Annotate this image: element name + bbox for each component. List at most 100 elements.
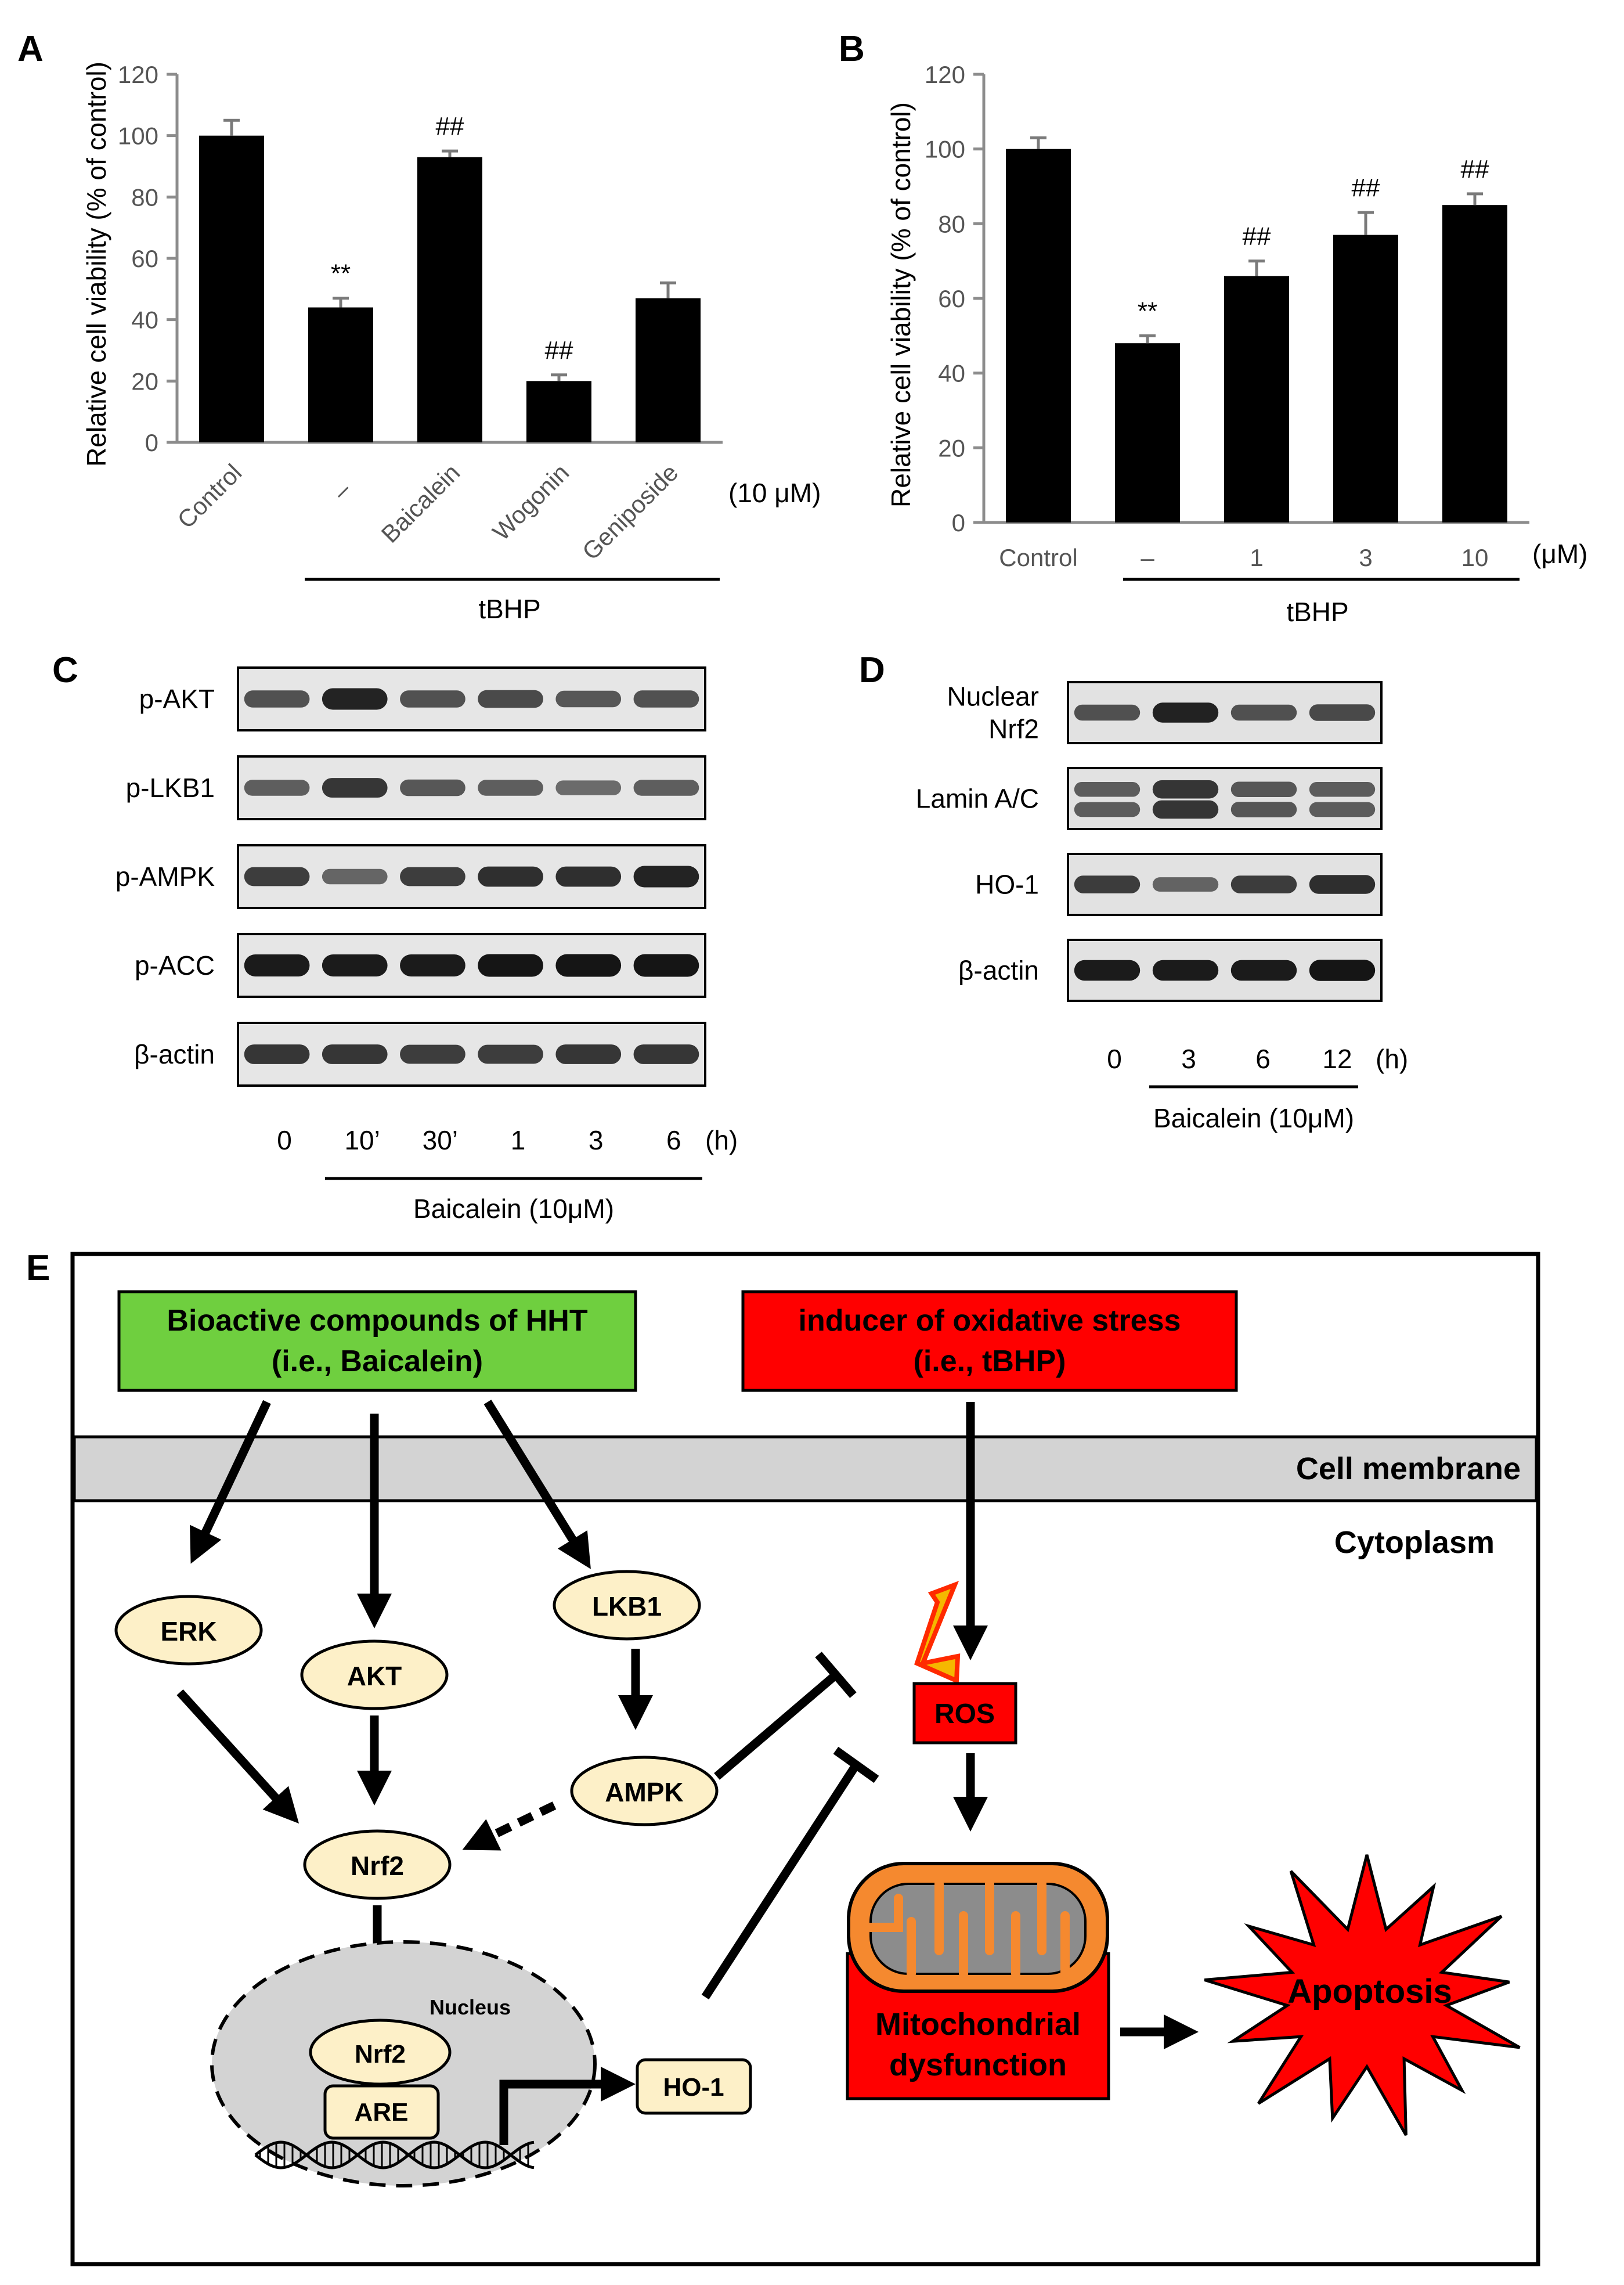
ho1-label: HO-1 (663, 2073, 724, 2102)
c-band (633, 780, 699, 796)
a-x-tick-label: Control (172, 459, 247, 534)
panel-c-treatment: Baicalein (10μM) (413, 1194, 614, 1224)
c-row-label: β-actin (134, 1039, 215, 1069)
cytoplasm-label: Cytoplasm (1334, 1525, 1495, 1560)
c-band (478, 780, 543, 796)
b-y-tick-label: 0 (952, 509, 965, 536)
inhibit-ampk-ros-bar (815, 1652, 857, 1698)
a-bar (526, 381, 591, 442)
panel-a-label: A (17, 29, 44, 69)
inducer-box-line2: (i.e., tBHP) (914, 1345, 1066, 1378)
panel-a-chart: A Relative cell viability (% of control)… (17, 29, 821, 624)
b-x-tick-label: 3 (1359, 544, 1372, 571)
c-band (244, 780, 310, 796)
a-y-tick-label: 40 (131, 307, 158, 334)
c-band (322, 778, 388, 798)
c-band (244, 867, 310, 886)
panel-b-bars: **###### (1006, 136, 1507, 523)
c-band (555, 866, 622, 887)
lkb1-node (553, 1570, 701, 1641)
c-row-label: p-AMPK (116, 862, 215, 892)
d-row-label: Nuclear (947, 682, 1039, 712)
are-label: ARE (355, 2098, 409, 2127)
d-blot-box (1067, 767, 1383, 830)
b-y-tick-label: 60 (938, 285, 965, 312)
mitochondria-label-line2: dysfunction (889, 2048, 1067, 2082)
arrow-compounds-to-lkb1 (483, 1400, 591, 1569)
c-band (555, 780, 622, 795)
nrf2-node (303, 1829, 452, 1900)
d-band (1309, 704, 1376, 721)
b-x-tick-label: – (1141, 544, 1154, 571)
a-bar (308, 307, 373, 442)
a-y-tick-label: 60 (131, 245, 158, 272)
d-band (1230, 960, 1297, 981)
nucleus-nrf2-label: Nrf2 (355, 2040, 406, 2068)
inhibit-ampk-ros-line (714, 1671, 839, 1780)
c-blot-box (237, 755, 706, 820)
panel-a-y-axis-label: Relative cell viability (% of control) (81, 62, 111, 467)
d-band (1230, 781, 1297, 798)
b-bar (1224, 276, 1289, 522)
cell-membrane-label: Cell membrane (1296, 1451, 1521, 1486)
a-y-tick-label: 20 (131, 367, 158, 395)
d-band (1074, 875, 1141, 893)
a-x-tick-label: Geniposide (577, 459, 683, 565)
apoptosis-label: Apoptosis (1287, 1973, 1452, 2010)
ampk-label: AMPK (605, 1777, 683, 1807)
c-blot-box (237, 933, 706, 998)
cell-membrane (73, 1435, 1538, 1502)
b-bar (1115, 343, 1180, 522)
d-lane-label: 12 (1322, 1044, 1352, 1074)
arrow-ampk-to-nrf2-dashed (462, 1801, 557, 1851)
b-significance-label: ** (1138, 297, 1157, 325)
c-blot-box (237, 1022, 706, 1087)
c-band (478, 954, 543, 977)
ros-box (912, 1682, 1017, 1745)
akt-label: AKT (347, 1661, 402, 1691)
arrow-compounds-to-erk (190, 1400, 271, 1564)
c-lane-label: 6 (666, 1125, 681, 1155)
c-band (244, 1044, 310, 1064)
panel-b-group-label: tBHP (1286, 597, 1348, 627)
nrf2-label: Nrf2 (351, 1851, 404, 1881)
b-significance-label: ## (1243, 222, 1271, 251)
b-x-tick-label: 10 (1461, 544, 1489, 571)
panel-b-unit-label: (μM) (1532, 539, 1587, 569)
c-band (400, 690, 465, 708)
c-band (555, 690, 622, 708)
arrow-erk-to-nrf2 (176, 1689, 299, 1824)
c-band (633, 866, 699, 888)
panel-b-label: B (839, 29, 865, 69)
d-row-label: HO-1 (975, 870, 1039, 900)
b-bar (1442, 205, 1507, 523)
d-lane-label: 0 (1107, 1044, 1122, 1074)
are-box (323, 2084, 440, 2140)
d-band (1309, 781, 1376, 797)
erk-node (114, 1595, 263, 1666)
d-band (1152, 702, 1219, 723)
ros-label: ROS (934, 1699, 995, 1729)
c-band (322, 688, 388, 710)
b-bar (1333, 235, 1398, 522)
inducer-box (741, 1290, 1238, 1392)
b-y-tick-label: 80 (938, 210, 965, 237)
panel-a-group-label: tBHP (478, 594, 540, 624)
d-band (1309, 802, 1376, 817)
a-y-tick-label: 80 (131, 183, 158, 211)
dna-helix-icon (254, 2140, 535, 2169)
a-bar (417, 157, 482, 442)
panel-d-label: D (859, 650, 885, 690)
d-band (1074, 781, 1141, 797)
erk-label: ERK (160, 1616, 216, 1646)
a-y-tick-label: 0 (145, 429, 158, 456)
panel-d-treatment: Baicalein (10μM) (1153, 1103, 1354, 1133)
c-band (400, 867, 465, 886)
apoptosis-burst-icon (1204, 1854, 1521, 2136)
c-band (478, 1044, 543, 1064)
ho1-box (636, 2058, 752, 2115)
a-significance-label: ## (545, 336, 573, 365)
b-significance-label: ## (1461, 155, 1489, 183)
